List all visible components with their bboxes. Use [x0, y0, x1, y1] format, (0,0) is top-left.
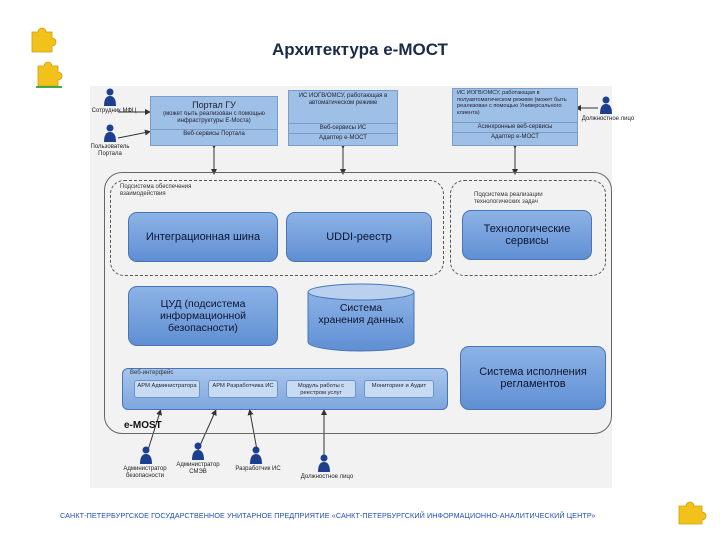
interaction-subsystem-label: Подсистема обеспечения взаимодействия	[120, 184, 192, 197]
integration-bus: Интеграционная шина	[128, 212, 278, 262]
service-registry-module: Модуль работы с реестром услуг	[286, 380, 356, 398]
arm-admin: АРМ Администратора	[134, 380, 200, 398]
person-icon	[104, 88, 116, 106]
uddi-registry: UDDI-реестр	[286, 212, 432, 262]
puzzle-icon	[31, 27, 57, 53]
cud-box: ЦУД (подсистема информационной безопасно…	[128, 286, 278, 346]
page-title: Архитектура е-МОСТ	[272, 40, 448, 59]
actor-official-bottom-label: Должностное лицо	[300, 474, 354, 480]
is-semi-title: ИС ИОГВ/ОМСУ, работающая в полуавтоматич…	[457, 90, 567, 116]
is-auto-adapter: Адаптер е-МОСТ	[289, 133, 397, 143]
actor-admin-smev-label: Администратор СМЭВ	[176, 462, 220, 475]
emost-label: e-MOST	[124, 420, 162, 431]
person-icon	[250, 446, 262, 464]
actor-official-top	[600, 96, 612, 119]
person-icon	[192, 442, 204, 460]
web-interface-label: Веб-интерфейс	[130, 370, 174, 376]
actor-official-top-label: Должностное лицо	[581, 116, 635, 122]
storage-cylinder	[307, 283, 415, 352]
tech-subsystem	[450, 180, 606, 276]
puzzle-icon	[678, 501, 707, 525]
person-icon	[140, 446, 152, 464]
is-semi-adapter: Адаптер е-МОСТ	[453, 132, 577, 142]
is-semi-box: ИС ИОГВ/ОМСУ, работающая в полуавтоматич…	[452, 88, 578, 146]
monitoring-audit: Мониторинг и Аудит	[364, 380, 434, 398]
emost-container	[104, 172, 612, 434]
actor-portal-user-label: Пользователь Портала	[90, 144, 130, 157]
footer-text: САНКТ-ПЕТЕРБУРГСКОЕ ГОСУДАРСТВЕННОЕ УНИТ…	[60, 511, 596, 520]
tech-services: Технологические сервисы	[462, 210, 592, 260]
is-auto-box: ИС ИОГВ/ОМСУ, работающая в автоматическо…	[288, 90, 398, 146]
person-icon	[318, 454, 330, 472]
actor-admin-smev	[192, 442, 204, 465]
actor-developer	[250, 446, 262, 469]
portal-webservices: Веб-сервисы Портала	[151, 129, 277, 139]
regulations-box: Система исполнения регламентов	[460, 346, 606, 410]
actor-admin-sec-label: Администратор безопасности	[123, 466, 167, 479]
actor-admin-sec	[140, 446, 152, 469]
person-icon	[600, 96, 612, 114]
portal-box: Портал ГУ (может быть реализован с помощ…	[150, 96, 278, 146]
tech-subsystem-label: Подсистема реализации технологических за…	[474, 192, 543, 205]
interaction-subsystem	[110, 180, 444, 276]
is-auto-title: ИС ИОГВ/ОМСУ, работающая в автоматическо…	[298, 93, 388, 106]
actor-mfc	[96, 88, 126, 111]
divider	[36, 86, 62, 88]
actor-portal-user	[96, 124, 116, 147]
portal-note: (может быть реализован с помощью инфраст…	[163, 111, 265, 124]
is-auto-webservices: Веб-сервисы ИС	[289, 123, 397, 133]
actor-mfc-label: Сотрудник МФЦ	[91, 108, 137, 114]
actor-official-bottom	[318, 454, 330, 477]
storage-label: Система хранения данных	[318, 302, 404, 326]
portal-title: Портал ГУ	[192, 100, 236, 110]
arm-developer: АРМ Разработчика ИС	[208, 380, 278, 398]
person-icon	[104, 124, 116, 142]
puzzle-icon	[37, 61, 63, 87]
actor-developer-label: Разработчик ИС	[235, 466, 281, 472]
is-semi-webservices: Асинхронные веб-сервисы	[453, 122, 577, 132]
